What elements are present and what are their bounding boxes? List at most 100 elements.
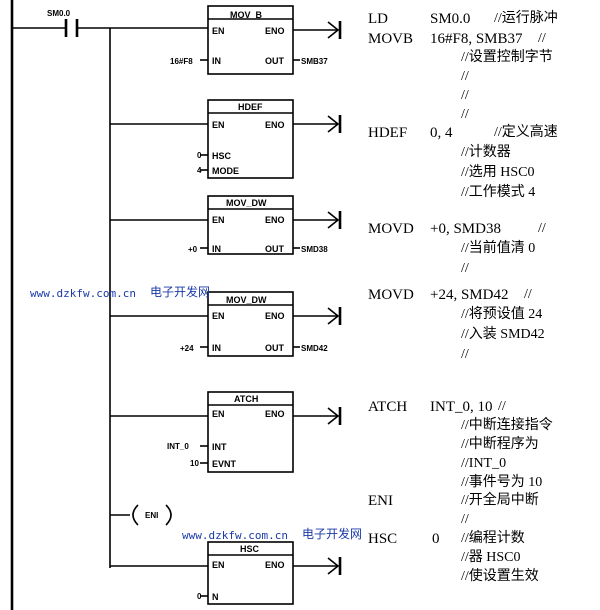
block-mov-dw-1-eno: ENO [265, 215, 285, 225]
listing-operand: INT_0, 10 [430, 399, 493, 415]
block-mov-dw-1-out-operand: SMD38 [301, 245, 328, 254]
listing-mnemonic: HDEF [368, 125, 408, 141]
block-mov-b-eno: ENO [265, 26, 285, 36]
block-hsc-title: HSC [240, 544, 260, 554]
block-mov-dw-1-in-operand: +0 [188, 245, 198, 254]
listing-comment: //入装 SMD42 [461, 327, 545, 342]
block-mov-dw-2-out: OUT [265, 343, 284, 353]
listing-comment: //器 HSC0 [461, 550, 521, 565]
eni-coil-label: ENI [145, 511, 159, 520]
block-mov-dw-2-out-operand: SMD42 [301, 344, 328, 353]
arrow-icon [327, 21, 340, 39]
function-block-box [207, 99, 294, 179]
listing-operand: 16#F8, SMB37 [430, 31, 523, 47]
listing-comment: // [461, 347, 469, 362]
listing-mnemonic: MOVD [368, 287, 414, 303]
function-block-box [207, 195, 294, 255]
listing-comment: //编程计数 [461, 531, 525, 546]
arrow-icon [327, 407, 340, 425]
listing-comment: //运行脉冲 [494, 11, 558, 26]
arrow-icon [327, 115, 340, 133]
block-mov-dw-1-out: OUT [265, 244, 284, 254]
block-mov-b-out-operand: SMB37 [301, 57, 328, 66]
listing-operand: +0, SMD38 [430, 221, 501, 237]
watermark-url: www.dzkfw.com.cn [30, 287, 136, 300]
arrow-icon [327, 557, 340, 575]
listing-comment: // [461, 69, 469, 84]
listing-operand: 0, 4 [430, 125, 453, 141]
block-hdef-en: EN [212, 120, 225, 130]
block-mov-b-in: IN [212, 56, 221, 66]
listing-comment: // [461, 512, 469, 527]
block-atch-title: ATCH [234, 394, 259, 404]
watermark-name: 电子开发网 [150, 285, 211, 299]
block-atch-int: INT [212, 442, 227, 452]
listing-comment: //当前值清 0 [461, 241, 536, 256]
block-atch-evnt: EVNT [212, 459, 237, 469]
function-block-box [207, 291, 294, 357]
contact-sm00-label: SM0.0 [47, 9, 71, 18]
block-hsc-n-operand: 0 [197, 592, 202, 601]
block-mov-dw-2-en: EN [212, 311, 225, 321]
function-block-box [207, 391, 294, 473]
listing-mnemonic: MOVB [368, 31, 414, 47]
listing-mnemonic: ENI [368, 493, 393, 509]
block-mov-b-out: OUT [265, 56, 284, 66]
listing-comment: // [461, 88, 469, 103]
block-atch-int-operand: INT_0 [167, 442, 189, 451]
block-mov-dw-1-en: EN [212, 215, 225, 225]
block-mov-b-in-operand: 16#F8 [170, 57, 193, 66]
function-block-box [207, 5, 294, 75]
block-atch-en: EN [212, 409, 225, 419]
listing-comment: //设置控制字节 [461, 50, 553, 65]
block-hdef-eno: ENO [265, 120, 285, 130]
listing-comment: //工作模式 4 [461, 185, 536, 200]
block-hsc-n: N [212, 592, 219, 602]
block-atch-evnt-operand: 10 [190, 459, 199, 468]
listing-mnemonic: HSC [368, 531, 398, 547]
listing-comment: //开全局中断 [461, 493, 539, 508]
block-hdef-hsc: HSC [212, 151, 232, 161]
listing-comment: // [461, 261, 469, 276]
block-hdef-hsc-operand: 0 [197, 151, 202, 160]
arrow-icon [327, 307, 340, 325]
block-mov-b-title: MOV_B [230, 10, 263, 20]
listing-mnemonic: ATCH [368, 399, 408, 415]
listing-operand: +24, SMD42 [430, 287, 509, 303]
listing-mnemonic: LD [368, 11, 388, 27]
arrow-icon [327, 211, 340, 229]
block-mov-b-en: EN [212, 26, 225, 36]
listing-mnemonic: MOVD [368, 221, 414, 237]
listing-comment: // [538, 221, 546, 236]
block-hsc-eno: ENO [265, 560, 285, 570]
listing-comment: //选用 HSC0 [461, 165, 535, 180]
listing-comment: // [461, 107, 469, 122]
listing-comment: //中断连接指令 [461, 418, 553, 433]
block-hsc-en: EN [212, 560, 225, 570]
watermark-url: www.dzkfw.com.cn [182, 529, 288, 542]
listing-comment: //将预设值 24 [461, 307, 543, 322]
listing-comment: //事件号为 10 [461, 475, 543, 490]
listing-operand: 0 [432, 531, 440, 547]
block-mov-dw-2-eno: ENO [265, 311, 285, 321]
block-mov-dw-1-in: IN [212, 244, 221, 254]
block-hdef-mode: MODE [212, 166, 239, 176]
block-atch-eno: ENO [265, 409, 285, 419]
coil-left-arc [132, 504, 139, 526]
listing-comment: // [524, 287, 532, 302]
listing-comment: //中断程序为 [461, 437, 539, 452]
listing-comment: //计数器 [461, 145, 511, 160]
listing-comment: // [538, 31, 546, 46]
listing-comment: // [498, 399, 506, 414]
function-block-box [207, 541, 294, 605]
block-mov-dw-1-title: MOV_DW [226, 198, 267, 208]
watermark-name: 电子开发网 [302, 527, 363, 541]
block-mov-dw-2-in-operand: +24 [180, 344, 194, 353]
block-mov-dw-2-in: IN [212, 343, 221, 353]
block-hdef-mode-operand: 4 [197, 166, 202, 175]
listing-comment: //使设置生效 [461, 569, 539, 584]
block-hdef-title: HDEF [238, 102, 263, 112]
coil-right-arc [165, 504, 172, 526]
listing-operand: SM0.0 [430, 11, 471, 27]
